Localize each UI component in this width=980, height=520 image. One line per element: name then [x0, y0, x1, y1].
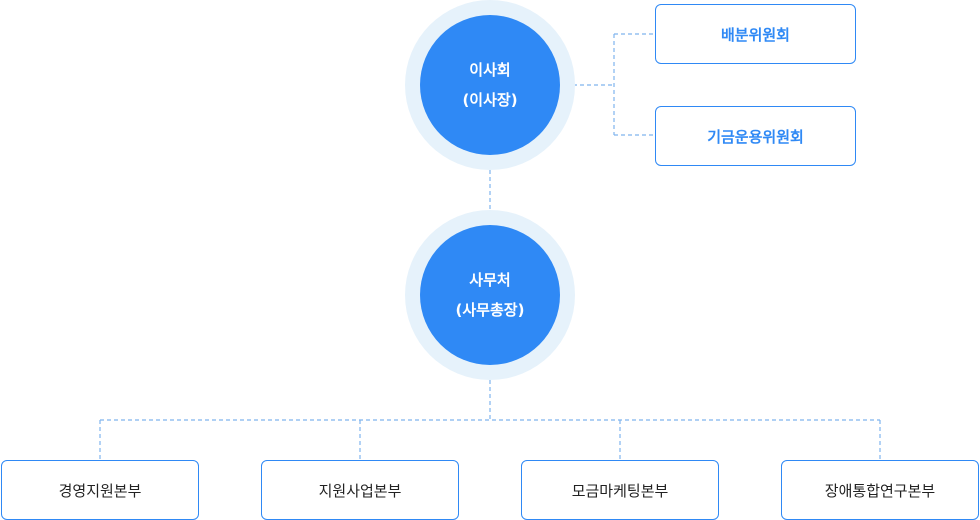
division-fundraising-marketing: 모금마케팅본부: [521, 460, 719, 520]
secretariat-node: 사무처 (사무총장): [405, 210, 575, 380]
board-node: 이사회 (이사장): [405, 0, 575, 170]
division-management-support: 경영지원본부: [1, 460, 199, 520]
division-support-programs: 지원사업본부: [261, 460, 459, 520]
board-title: 이사회: [469, 61, 511, 79]
secretariat-circle: 사무처 (사무총장): [420, 225, 560, 365]
board-subtitle: (이사장): [462, 91, 518, 109]
board-circle: 이사회 (이사장): [420, 15, 560, 155]
committee-distribution: 배분위원회: [655, 4, 856, 64]
secretariat-title: 사무처: [469, 271, 511, 289]
secretariat-subtitle: (사무총장): [455, 301, 525, 319]
committee-fund-management: 기금운용위원회: [655, 106, 856, 166]
division-integration-research: 장애통합연구본부: [781, 460, 979, 520]
